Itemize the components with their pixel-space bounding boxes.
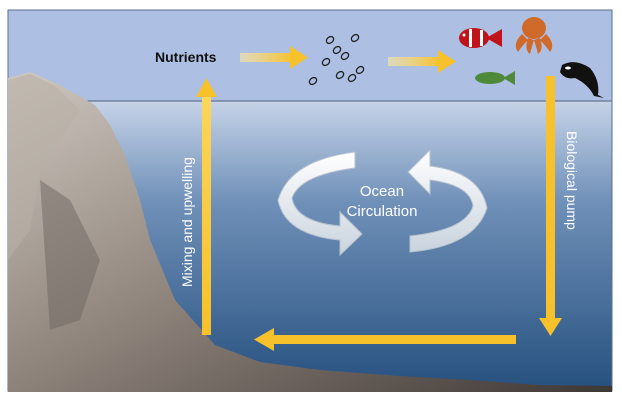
circulation-arrows-icon bbox=[277, 148, 488, 257]
cliff-shadow bbox=[40, 180, 100, 330]
green-fish-icon bbox=[475, 71, 515, 85]
arrow-biological-pump bbox=[539, 76, 562, 336]
ocean-circulation-label-line2: Circulation bbox=[347, 203, 418, 220]
clownfish-icon bbox=[459, 28, 502, 48]
ocean-circulation-label-line1: Ocean bbox=[360, 183, 404, 200]
mixing-label: Mixing and upwelling bbox=[179, 157, 195, 287]
arrow-deep-return bbox=[254, 328, 516, 351]
arrow-plankton-to-animals bbox=[388, 50, 456, 73]
rocky-cliff bbox=[8, 72, 612, 392]
cliff-highlight bbox=[8, 74, 80, 260]
arrow-nutrients-to-plankton bbox=[240, 46, 308, 69]
biological-pump-label: Biological pump bbox=[564, 131, 580, 230]
octopus-icon bbox=[515, 17, 553, 54]
arrow-mixing-upwelling bbox=[196, 78, 217, 335]
surface-layer bbox=[8, 10, 612, 101]
nutrients-label: Nutrients bbox=[155, 49, 217, 65]
orca-icon bbox=[560, 62, 604, 98]
phytoplankton-icon bbox=[308, 33, 365, 86]
